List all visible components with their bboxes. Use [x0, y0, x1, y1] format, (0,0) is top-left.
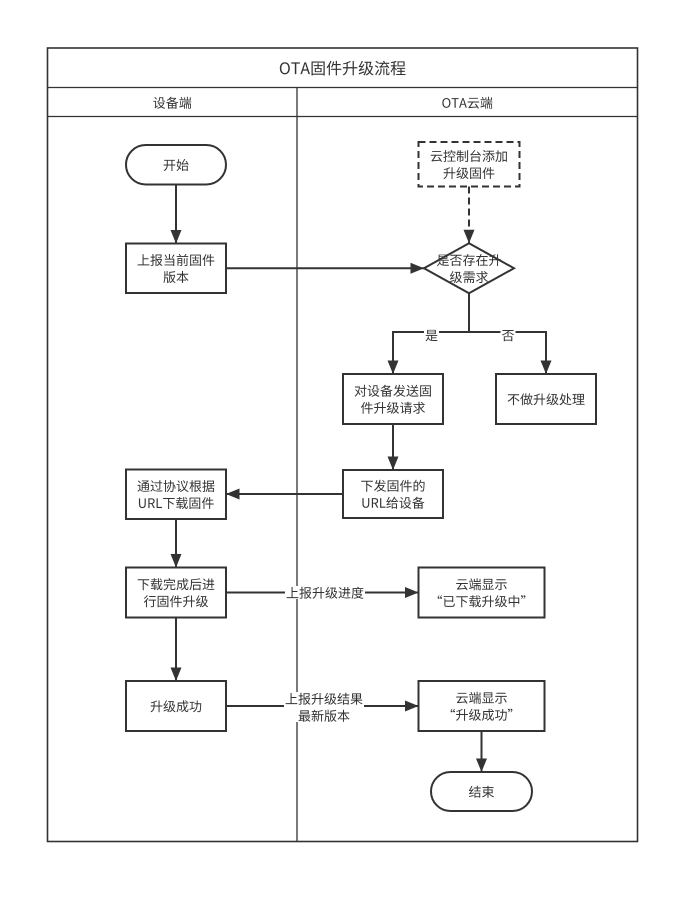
edge-cloud-to-end	[476, 731, 487, 772]
node-cloud-console-label: 云控制台添加 升级固件	[430, 149, 507, 180]
node-upgrade-success-label: 升级成功	[150, 700, 202, 713]
node-end-shape	[430, 771, 533, 812]
node-send-url: 下发固件的 URL给设备	[342, 469, 444, 519]
edge-progress-to-cloud-arrowhead-icon	[405, 587, 419, 598]
edge-start-to-report-arrowhead-icon	[170, 230, 182, 244]
edge-label-report-result: 上报升级结果 最新版本	[284, 692, 364, 722]
node-do-upgrade: 下载完成后进 行固件升级	[125, 566, 227, 619]
node-send-request-shape	[342, 373, 444, 425]
node-download: 通过协议根据 URL下载固件	[125, 468, 227, 520]
node-send-request-label: 对设备发送固 件升级请求	[354, 384, 431, 414]
node-send-url-label: 下发固件的 URL给设备	[361, 479, 425, 509]
node-cloud-success-shape	[417, 680, 546, 732]
node-end: 结束	[430, 771, 533, 812]
node-cloud-console: 云控制台添加 升级固件	[417, 141, 521, 188]
lane-header-device: 设备端	[153, 96, 192, 109]
edge-labels: 是 否 上报升级进度 上报升级结果 最新版本	[284, 328, 516, 722]
node-upgrade-success-shape	[125, 680, 227, 732]
edge-download-to-upgrade	[170, 519, 182, 568]
node-start-shape	[125, 144, 227, 186]
node-cloud-console-shape	[417, 141, 521, 188]
node-no-upgrade: 不做升级处理	[495, 373, 597, 425]
node-do-upgrade-label: 下载完成后进 行固件升级	[137, 578, 215, 608]
edge-request-to-url-arrowhead-icon	[387, 456, 399, 470]
edge-report-to-decision	[226, 262, 424, 274]
edge-decision-no-arrowhead-icon	[540, 360, 552, 374]
node-start: 开始	[125, 144, 227, 186]
edge-decision-yes	[387, 331, 469, 374]
node-report-version: 上报当前固件 版本	[125, 242, 227, 294]
lane-header-cloud: OTA云端	[442, 96, 493, 109]
edge-cloud-to-end-arrowhead-icon	[476, 758, 487, 772]
node-send-request: 对设备发送固 件升级请求	[342, 373, 444, 425]
node-download-shape	[125, 468, 227, 520]
node-download-label: 通过协议根据 URL下载固件	[137, 480, 215, 510]
edge-label-yes: 是	[424, 328, 439, 342]
node-send-url-shape	[342, 469, 444, 519]
edge-decision-yes-arrowhead-icon	[387, 360, 399, 374]
node-end-label: 结束	[468, 785, 495, 798]
node-report-version-label: 上报当前固件 版本	[137, 253, 215, 284]
edge-start-to-report	[170, 184, 182, 244]
node-cloud-downloading-label: 云端显示 “已下载升级中”	[437, 578, 526, 608]
node-cloud-success: 云端显示 “升级成功”	[417, 680, 546, 732]
edge-report-to-decision-arrowhead-icon	[410, 262, 424, 274]
edge-result-to-cloud-arrowhead-icon	[405, 700, 419, 712]
edge-request-to-url	[387, 424, 399, 470]
edge-upgrade-to-success	[170, 617, 182, 681]
node-no-upgrade-shape	[495, 373, 597, 425]
diagram-title: OTA固件升级流程	[279, 60, 406, 76]
edge-download-to-upgrade-arrowhead-icon	[170, 554, 182, 568]
node-cloud-downloading: 云端显示 “已下载升级中”	[417, 566, 546, 619]
node-start-label: 开始	[163, 159, 189, 172]
node-cloud-downloading-shape	[417, 566, 546, 619]
node-no-upgrade-label: 不做升级处理	[507, 393, 585, 406]
node-decision: 是否存在升 级需求	[421, 242, 517, 295]
edge-upgrade-to-success-arrowhead-icon	[170, 667, 182, 681]
edge-decision-no	[469, 331, 552, 374]
edge-url-to-download-arrowhead-icon	[226, 488, 240, 500]
edge-label-no: 否	[500, 328, 516, 342]
edge-console-to-decision	[463, 186, 475, 244]
node-upgrade-success: 升级成功	[125, 680, 227, 732]
edge-label-report-progress: 上报升级进度	[285, 586, 365, 599]
edge-url-to-download	[226, 488, 343, 500]
edge-console-to-decision-arrowhead-icon	[463, 229, 475, 244]
node-do-upgrade-shape	[125, 566, 227, 619]
nodes: 开始 上报当前固件 版本 云控制台添加 升级固件 是否存在升 级需求 对设备发送…	[125, 141, 597, 812]
node-report-version-shape	[125, 242, 227, 294]
table-outer-border	[46, 47, 639, 843]
node-cloud-success-label: 云端显示 “升级成功”	[450, 691, 513, 721]
node-decision-label: 是否存在升 级需求	[436, 254, 501, 284]
